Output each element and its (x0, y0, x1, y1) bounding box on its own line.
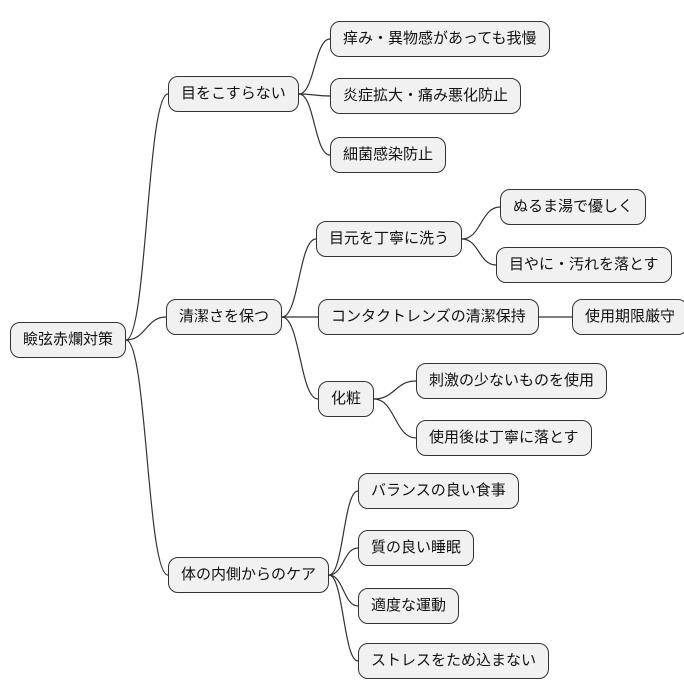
node-avoid-stress[interactable]: ストレスをため込まない (358, 643, 550, 679)
edge (298, 93, 331, 97)
root-node[interactable]: 瞼弦赤爛対策 (10, 322, 127, 358)
edge (328, 574, 359, 662)
edge (298, 38, 331, 95)
node-dont-rub-eyes[interactable]: 目をこすらない (168, 76, 299, 112)
node-prevent-inflammation-pain[interactable]: 炎症拡大・痛み悪化防止 (330, 78, 522, 114)
edge (461, 238, 497, 266)
node-lukewarm-water[interactable]: ぬるま湯で優しく (500, 189, 647, 225)
node-care-from-inside[interactable]: 体の内側からのケア (168, 557, 330, 593)
edge (281, 238, 317, 318)
node-quality-sleep[interactable]: 質の良い睡眠 (358, 530, 475, 566)
node-balanced-diet[interactable]: バランスの良い食事 (358, 473, 519, 509)
edge (328, 547, 359, 576)
node-endure-itch-foreign-body[interactable]: 痒み・異物感があっても我慢 (330, 21, 550, 57)
node-expiry-strict[interactable]: 使用期限厳守 (572, 299, 684, 335)
edge (125, 316, 167, 341)
edge (461, 206, 501, 240)
node-prevent-bacterial-infection[interactable]: 細菌感染防止 (330, 137, 447, 173)
node-contact-lens-hygiene[interactable]: コンタクトレンズの清潔保持 (318, 299, 539, 335)
node-keep-clean[interactable]: 清潔さを保つ (166, 299, 283, 335)
node-moderate-exercise[interactable]: 適度な運動 (358, 588, 460, 624)
edge (373, 380, 417, 400)
node-remove-makeup-carefully[interactable]: 使用後は丁寧に落とす (416, 420, 592, 456)
edge (328, 490, 359, 576)
edge (373, 398, 417, 439)
node-remove-discharge-dirt[interactable]: 目やに・汚れを落とす (496, 247, 672, 283)
edge (125, 339, 169, 576)
edge (328, 574, 359, 607)
node-wash-eye-area[interactable]: 目元を丁寧に洗う (316, 221, 463, 257)
edge (298, 93, 331, 156)
node-makeup[interactable]: 化粧 (318, 381, 375, 417)
node-low-irritation-products[interactable]: 刺激の少ないものを使用 (416, 363, 608, 399)
edge (125, 93, 169, 341)
edge (281, 316, 319, 400)
